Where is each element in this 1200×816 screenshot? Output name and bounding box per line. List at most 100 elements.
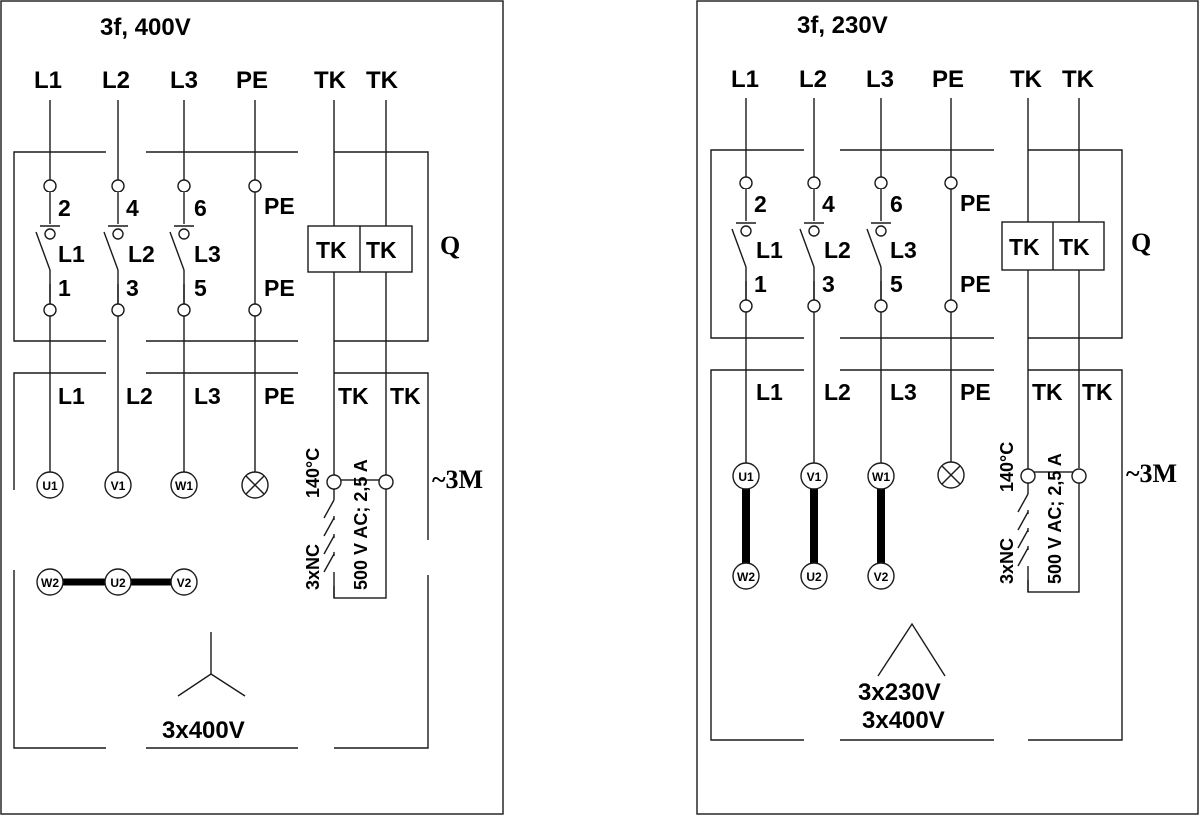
terminal-v1: V1 [807, 470, 822, 484]
diagram-title: 3f, 230V [797, 12, 888, 39]
switch-contacts [35, 179, 262, 317]
supply-label-l1: L1 [731, 66, 759, 93]
star-connection-icon [177, 632, 246, 697]
motor-label-pe: PE [960, 379, 991, 405]
motor-labels: L1 L2 L3 PE TK TK [58, 383, 421, 409]
thermal-box-label: TK [316, 237, 347, 263]
switch-bottom-label: 1 [58, 275, 71, 301]
supply-label-l3: L3 [866, 66, 894, 93]
switch-q-box [710, 149, 1123, 339]
terminal-w1: W1 [175, 479, 193, 493]
thermal-contact-box: TK TK [307, 225, 413, 273]
switch-top-label: PE [960, 190, 991, 216]
switch-pole-label: L2 [824, 237, 851, 263]
switch-bottom-label: 3 [126, 275, 139, 301]
switch-pole-label: L1 [756, 237, 783, 263]
thermal-contacts: 3xNC [997, 538, 1017, 584]
supply-label-tk-1: TK [1010, 66, 1043, 93]
thermal-temp: 140°C [303, 448, 323, 498]
diagram-230v: 3f, 230V L1 L2 L3 PE TK TK [696, 0, 1199, 815]
switch-bottom-label: 3 [822, 271, 835, 297]
switch-pole-label: L3 [890, 237, 917, 263]
switch-q-label: Q [1131, 228, 1151, 257]
motor-label-pe: PE [264, 383, 295, 409]
voltage-label: 3x230V [858, 679, 941, 706]
switch-bottom-label: PE [960, 271, 991, 297]
supply-label-l2: L2 [799, 66, 827, 93]
motor-label: ~3M [1126, 459, 1177, 488]
thermal-box-label: TK [1009, 234, 1040, 260]
thermal-protector: 140°C 3xNC 500 V AC; 2,5 A [997, 442, 1087, 593]
delta-connection-icon [877, 622, 946, 677]
supply-label-l1: L1 [34, 67, 62, 94]
switch-top-label: 4 [822, 191, 835, 217]
switch-top-label: 6 [194, 195, 207, 221]
supply-label-tk-1: TK [314, 67, 347, 94]
thermal-contact-box: TK TK [1001, 221, 1105, 271]
thermal-box-label: TK [1059, 234, 1090, 260]
supply-label-pe: PE [932, 66, 964, 93]
switch-bottom-label: 1 [754, 271, 767, 297]
motor-label-l2: L2 [824, 379, 851, 405]
switch-labels: 2 4 6 PE L1 L2 L3 1 3 5 PE [754, 190, 991, 297]
thermal-protector: 140°C 3xNC 500 V AC; 2,5 A [303, 448, 394, 599]
motor-box [13, 372, 429, 749]
motor-label-tk-1: TK [1032, 379, 1063, 405]
supply-label-l3: L3 [170, 67, 198, 94]
terminal-w1: W1 [872, 470, 890, 484]
conductor-wires [49, 100, 387, 480]
switch-top-label: 4 [126, 195, 139, 221]
switch-contacts [731, 176, 958, 313]
motor-label-l3: L3 [890, 379, 917, 405]
motor-box [710, 369, 1123, 741]
motor-label-l1: L1 [756, 379, 783, 405]
supply-label-tk-2: TK [1062, 66, 1095, 93]
switch-labels: 2 4 6 PE L1 L2 L3 1 3 5 PE [58, 193, 295, 301]
thermal-contacts: 3xNC [303, 544, 323, 590]
switch-q-label: Q [440, 231, 460, 260]
supply-label-tk-2: TK [366, 67, 399, 94]
switch-pole-label: L3 [194, 241, 221, 267]
motor-label-tk-1: TK [338, 383, 369, 409]
switch-top-label: 2 [58, 195, 71, 221]
terminal-w2: W2 [737, 570, 755, 584]
motor-label-tk-2: TK [390, 383, 421, 409]
terminal-u2: U2 [110, 576, 126, 590]
diagram-frame [0, 0, 504, 815]
supply-label-pe: PE [236, 67, 268, 94]
terminal-w2: W2 [41, 576, 59, 590]
ground-terminal-icon [937, 461, 965, 489]
supply-labels: L1 L2 L3 PE TK TK [731, 66, 1095, 93]
ground-terminal-icon [241, 471, 269, 499]
motor-labels: L1 L2 L3 PE TK TK [756, 379, 1113, 405]
diagram-400v: 3f, 400V L1 L2 L3 PE TK TK [0, 0, 504, 815]
terminal-u1: U1 [738, 470, 754, 484]
switch-top-label: PE [264, 193, 295, 219]
motor-label-l2: L2 [126, 383, 153, 409]
motor-terminals: U1 V1 W1 W2 U2 V2 [732, 461, 965, 590]
switch-top-label: 2 [754, 191, 767, 217]
switch-top-label: 6 [890, 191, 903, 217]
motor-label: ~3M [432, 465, 483, 494]
terminal-v2: V2 [874, 570, 889, 584]
thermal-rating: 500 V AC; 2,5 A [1045, 453, 1065, 584]
diagram-frame [696, 0, 1199, 815]
voltage-label: 3x400V [862, 707, 945, 734]
thermal-box-label: TK [366, 237, 397, 263]
supply-label-l2: L2 [102, 67, 130, 94]
thermal-rating: 500 V AC; 2,5 A [351, 459, 371, 590]
motor-label-l1: L1 [58, 383, 85, 409]
conductor-wires [745, 98, 1080, 472]
switch-bottom-label: PE [264, 275, 295, 301]
switch-q-box [13, 151, 429, 342]
terminal-v1: V1 [111, 479, 126, 493]
terminal-u2: U2 [806, 570, 822, 584]
terminal-v2: V2 [177, 576, 192, 590]
switch-bottom-label: 5 [890, 271, 903, 297]
thermal-temp: 140°C [997, 442, 1017, 492]
motor-terminals: U1 V1 W1 W2 U2 V2 [36, 471, 269, 596]
voltage-label: 3x400V [162, 717, 245, 744]
switch-pole-label: L1 [58, 241, 85, 267]
terminal-u1: U1 [42, 479, 58, 493]
